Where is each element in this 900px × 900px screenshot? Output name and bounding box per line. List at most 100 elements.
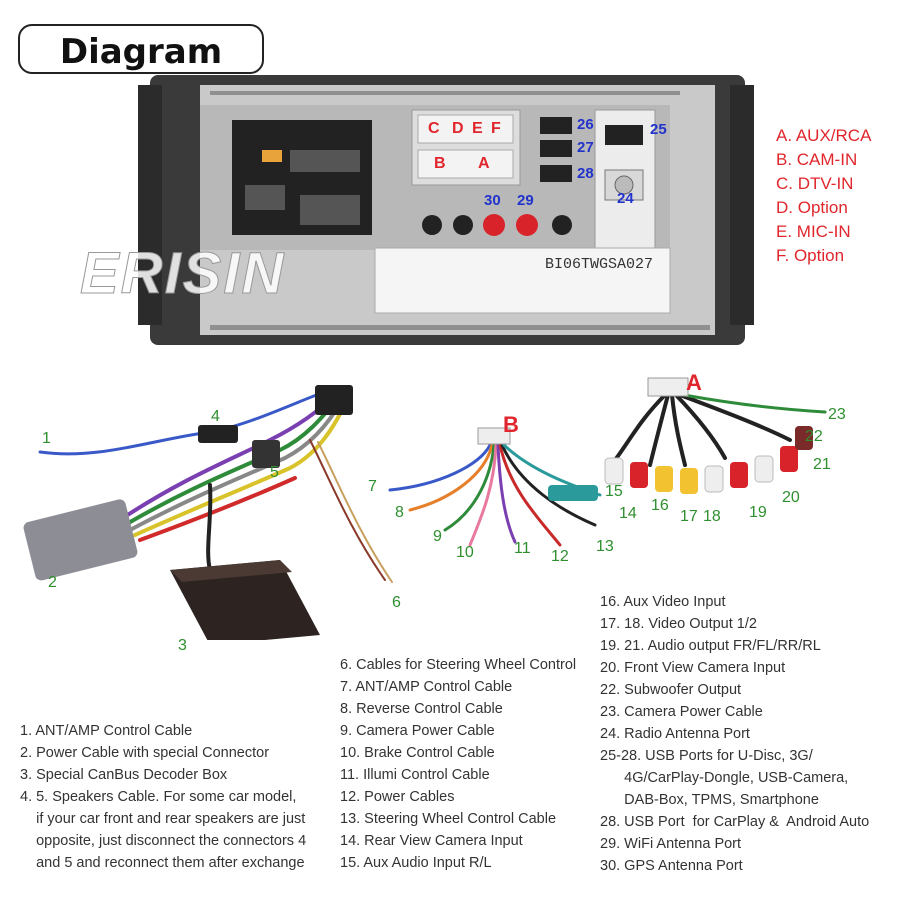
list-middle-item: 10. Brake Control Cable [340, 745, 495, 761]
list-middle-item: 6. Cables for Steering Wheel Control [340, 657, 577, 673]
list-middle-item: 7. ANT/AMP Control Cable [340, 679, 513, 695]
cable-number-19: 19 [749, 504, 767, 521]
cable-number-22: 22 [805, 428, 823, 445]
list-middle-item: 15. Aux Audio Input R/L [340, 855, 492, 871]
list-left-item: 3. Special CanBus Decoder Box [20, 767, 228, 783]
list-middle-item: 8. Reverse Control Cable [340, 701, 503, 717]
list-right-item: 20. Front View Camera Input [600, 660, 786, 676]
cable-number-1: 1 [42, 430, 51, 447]
cable-number-15: 15 [605, 483, 623, 500]
cable-number-18: 18 [703, 508, 721, 525]
cable-number-4: 4 [211, 408, 220, 425]
cable-number-14: 14 [619, 505, 637, 522]
port-letter-a: A [478, 155, 490, 172]
cable-number-5: 5 [270, 464, 279, 481]
cable-number-6: 6 [392, 594, 401, 611]
list-right-item: 30. GPS Antenna Port [600, 858, 743, 874]
list-right-item: 4G/CarPlay-Dongle, USB-Camera, [600, 770, 849, 786]
list-right-item: 23. Camera Power Cable [600, 704, 763, 720]
legend-c: C. DTV-IN [776, 174, 854, 193]
list-right-item: 19. 21. Audio output FR/FL/RR/RL [600, 638, 821, 654]
list-left-item: if your car front and rear speakers are … [20, 811, 306, 827]
list-middle-item: 9. Camera Power Cable [340, 723, 495, 739]
list-left-item: opposite, just disconnect the connectors… [20, 833, 307, 849]
camera-harness [388, 443, 602, 547]
port-number-27: 27 [577, 139, 594, 156]
list-left-item: 4. 5. Speakers Cable. For some car model… [20, 789, 297, 805]
cable-number-12: 12 [551, 548, 569, 565]
port-number-24: 24 [617, 190, 634, 207]
head-unit-illustration [138, 75, 754, 345]
cable-number-2: 2 [48, 574, 57, 591]
list-middle-item: 12. Power Cables [340, 789, 455, 805]
speaker-connector-4 [198, 425, 238, 443]
list-middle-item: 14. Rear View Camera Input [340, 833, 523, 849]
round-port-1 [422, 215, 442, 235]
connector-b-plug [477, 427, 511, 445]
cable-number-11: 11 [514, 540, 531, 557]
legend-b: B. CAM-IN [776, 150, 858, 169]
list-middle-item: 11. Illumi Control Cable [340, 767, 490, 783]
list-left: 1. ANT/AMP Control Cable 2. Power Cable … [20, 720, 306, 874]
cable-number-8: 8 [395, 504, 404, 521]
rca-plugs [604, 426, 813, 494]
port-number-28: 28 [577, 165, 594, 182]
port-number-30: 30 [484, 192, 501, 209]
list-right-item: DAB-Box, TPMS, Smartphone [600, 792, 819, 808]
port-letter-e: E [472, 120, 483, 137]
list-right-item: 22. Subwoofer Output [600, 682, 742, 698]
cable-number-13: 13 [596, 538, 614, 555]
brand-watermark: ERISIN [79, 241, 286, 307]
diagram-title: Diagram [59, 32, 223, 72]
title-box: Diagram [18, 24, 264, 74]
cable-number-17: 17 [680, 508, 698, 525]
list-middle: 6. Cables for Steering Wheel Control 7. … [340, 654, 576, 874]
usb-ports [540, 117, 572, 182]
cable-number-3: 3 [178, 637, 187, 654]
legend-d: D. Option [776, 198, 848, 217]
list-right-item: 28. USB Port for CarPlay & Android Auto [600, 814, 870, 830]
cable-harness-illustration [23, 377, 827, 640]
cable-number-16: 16 [651, 497, 669, 514]
legend-f: F. Option [776, 246, 845, 265]
speaker-connector-5 [252, 440, 280, 468]
port-number-25: 25 [650, 121, 667, 138]
legend-a: A. AUX/RCA [776, 126, 872, 145]
list-right-item: 17. 18. Video Output 1/2 [600, 616, 757, 632]
port-letter-b: B [434, 155, 446, 172]
list-left-item: 2. Power Cable with special Connector [20, 745, 270, 761]
round-port-5 [552, 215, 572, 235]
port-number-26: 26 [577, 116, 594, 133]
top-vents [210, 91, 680, 95]
unit-sticker-code: BI06TWGSA027 [545, 256, 654, 273]
cable-number-23: 23 [828, 406, 846, 423]
top-connector [315, 385, 353, 415]
port-letter-c: C [428, 120, 440, 137]
wifi-antenna-port [516, 214, 538, 236]
list-right: 16. Aux Video Input 17. 18. Video Output… [600, 591, 869, 877]
cable-number-9: 9 [433, 528, 442, 545]
cable-number-20: 20 [782, 489, 800, 506]
list-right-item: 29. WiFi Antenna Port [600, 836, 742, 852]
canbus-box [170, 560, 320, 640]
connector-label-b: B [503, 412, 519, 437]
aux-audio-plug [548, 485, 598, 501]
av-harness [613, 393, 827, 467]
cable-number-21: 21 [813, 456, 831, 473]
list-right-item: 16. Aux Video Input [600, 594, 726, 610]
connector-a-plug [647, 377, 689, 397]
cable-number-10: 10 [456, 544, 474, 561]
unit-left-bracket [138, 85, 162, 325]
port-number-29: 29 [517, 192, 534, 209]
list-middle-item: 13. Steering Wheel Control Cable [340, 811, 557, 827]
unit-sticker [374, 247, 671, 314]
list-right-item: 25-28. USB Ports for U-Disc, 3G/ [600, 748, 813, 764]
list-left-item: 1. ANT/AMP Control Cable [20, 723, 193, 739]
cable-number-7: 7 [368, 478, 377, 495]
legend-e: E. MIC-IN [776, 222, 851, 241]
connector-label-a: A [686, 370, 702, 395]
gps-antenna-port [483, 214, 505, 236]
power-connector-2 [23, 499, 138, 581]
list-right-item: 24. Radio Antenna Port [600, 726, 750, 742]
port-letter-f: F [491, 120, 501, 137]
